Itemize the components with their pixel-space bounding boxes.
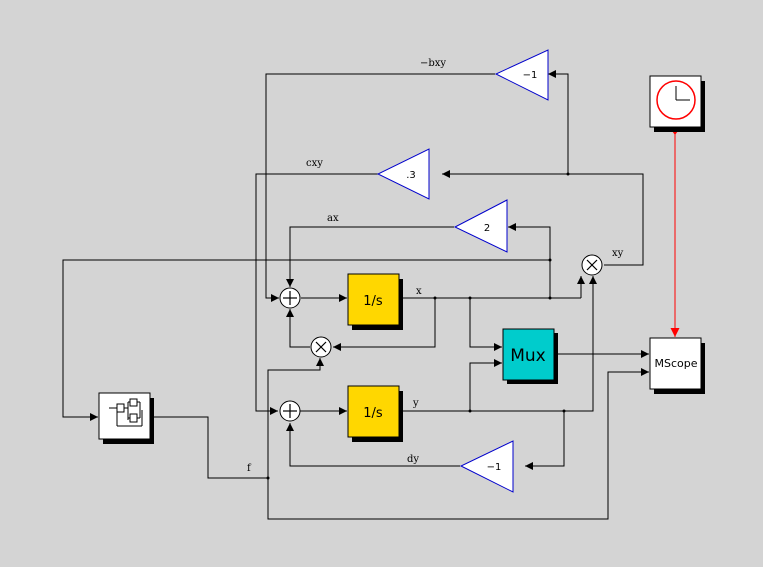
junction	[566, 172, 570, 176]
junction	[562, 409, 566, 413]
label-xy: xy	[612, 248, 624, 259]
gain-block-bxy[interactable]: −1	[494, 49, 549, 101]
integrator-block-x[interactable]: 1/s	[347, 273, 403, 330]
wire-fx-sum	[286, 309, 310, 348]
integrator-block-y[interactable]: 1/s	[347, 385, 403, 442]
wire-dy	[286, 423, 460, 467]
wire-xy-out	[442, 170, 644, 266]
wire-y-out	[400, 410, 565, 470]
wire-y-mux	[469, 359, 502, 411]
mux-block[interactable]: Mux	[502, 328, 558, 384]
mscope-block[interactable]: MScope	[649, 337, 705, 394]
label-f: f	[247, 463, 252, 474]
wire-to-superblock	[62, 259, 550, 421]
superblock-icon	[109, 398, 143, 427]
wires	[62, 70, 681, 520]
sum-block-y[interactable]	[279, 400, 301, 422]
wire-xy-bxy	[548, 70, 569, 174]
label-x: x	[416, 286, 422, 297]
wire-bxy	[265, 73, 495, 302]
junction	[433, 296, 437, 300]
wire-f-scope	[267, 368, 649, 520]
times-icon	[315, 341, 327, 353]
wire-f-prod	[267, 358, 324, 478]
junction	[468, 296, 472, 300]
label-dy: dy	[407, 454, 419, 465]
junction	[548, 296, 552, 300]
product-block-xy[interactable]	[581, 254, 603, 276]
mscope-label: MScope	[654, 357, 697, 370]
clock-block[interactable]	[649, 75, 705, 132]
junction	[468, 409, 472, 413]
label-ax: ax	[327, 213, 339, 224]
gain-value: 2	[484, 223, 490, 234]
label-bxy: −bxy	[420, 58, 446, 69]
gain-value: −1	[523, 70, 538, 81]
label-cxy: cxy	[306, 158, 323, 169]
wire-ax	[286, 226, 454, 287]
wire-x-mux	[469, 298, 502, 351]
gain-block-dy[interactable]: −1	[459, 440, 514, 493]
wire-x-fx	[333, 298, 436, 351]
junction	[266, 476, 270, 480]
integrator-label: 1/s	[363, 294, 383, 309]
superblock[interactable]	[98, 392, 154, 444]
integrator-label: 1/s	[363, 406, 383, 421]
wire-cxy	[255, 173, 378, 415]
wire-y-prodxy	[564, 276, 597, 412]
times-icon	[586, 259, 598, 271]
mux-label: Mux	[510, 346, 546, 366]
junction	[548, 258, 552, 262]
wire-f	[151, 416, 268, 479]
product-block-fx[interactable]	[310, 336, 332, 358]
gain-value: .3	[406, 170, 416, 181]
label-y: y	[412, 398, 419, 409]
wire-x-out	[400, 223, 551, 299]
gain-block-a[interactable]: 2	[453, 199, 508, 253]
gain-block-c[interactable]: .3	[376, 148, 430, 200]
sum-block-x[interactable]	[279, 287, 301, 309]
gain-value: −1	[487, 462, 502, 473]
